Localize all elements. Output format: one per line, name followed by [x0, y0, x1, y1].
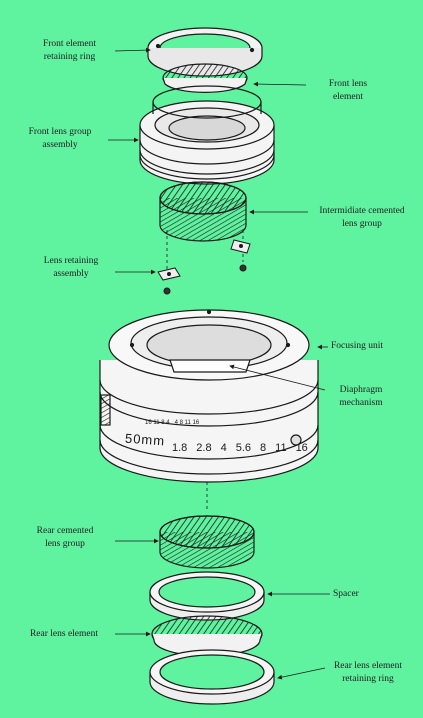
aperture-value: 4 [220, 442, 227, 454]
intermediate-lens-group-part [159, 181, 247, 242]
label-rear-retaining-ring: Rear lens element retaining ring [333, 661, 403, 684]
spacer-part [149, 571, 265, 621]
label-spacer: Spacer [333, 589, 359, 599]
label-front-lens-group: Front lens group assembly [28, 127, 92, 150]
label-focusing-unit: Focusing unit [331, 341, 383, 351]
label-lens-retaining-assembly: Lens retaining assembly [43, 256, 99, 279]
label-intermediate-group: Intermidiate cemented lens group [319, 206, 405, 229]
label-rear-cemented-group: Rear cemented lens group [36, 526, 94, 549]
rear-retaining-ring-part [149, 649, 275, 705]
aperture-value: 11 [275, 442, 287, 454]
lens-retaining-assembly-part [157, 239, 251, 295]
front-lens-element-part [162, 63, 248, 93]
aperture-scale: 1.8 2.8 4 5.6 8 11 16 [172, 442, 308, 454]
label-front-retaining-ring: Front element retaining ring [42, 39, 97, 62]
rear-cemented-group-part [159, 515, 255, 569]
aperture-value: 1.8 [172, 442, 188, 454]
aperture-value: 8 [260, 442, 267, 454]
label-rear-lens-element: Rear lens element [29, 629, 99, 639]
focusing-unit-part [99, 309, 319, 483]
aperture-value: 16 [295, 442, 308, 454]
front-retaining-ring-part [147, 27, 263, 77]
label-front-lens-element: Front lens element [328, 79, 368, 102]
front-lens-group-part [139, 85, 275, 185]
aperture-value: 5.6 [235, 442, 252, 454]
focal-length-mark: 50mm [124, 430, 166, 449]
dof-scale: 16 11 8 4 4 8 11 16 [145, 420, 200, 426]
label-diaphragm: Diaphragm mechanism [339, 385, 383, 408]
aperture-value: 2.8 [196, 442, 212, 454]
rear-lens-element-part [151, 615, 263, 657]
